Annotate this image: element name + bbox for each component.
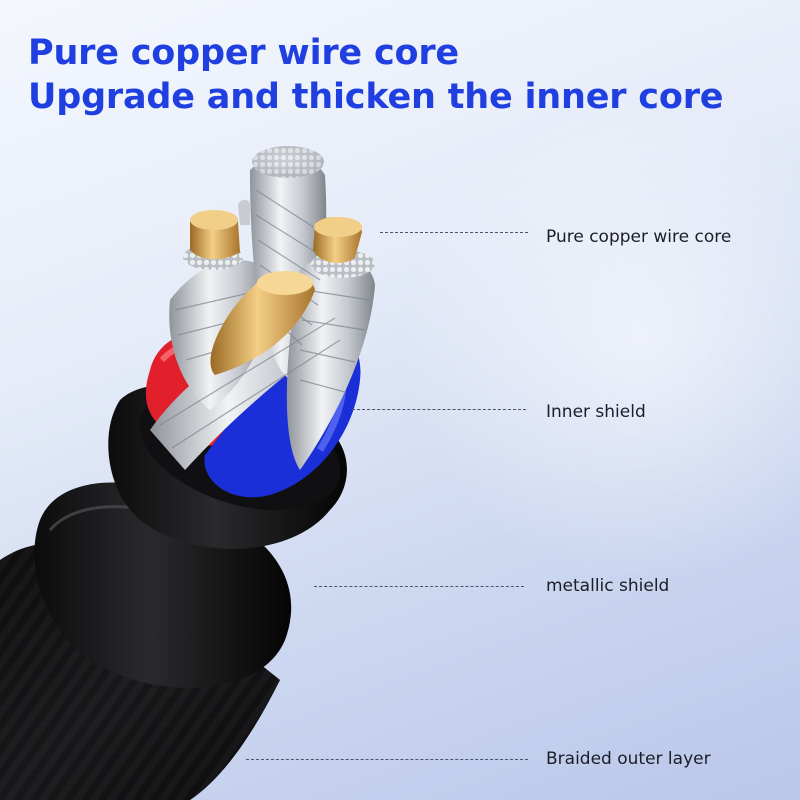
callout-pure-copper (380, 221, 528, 243)
headline-line-2: Upgrade and thicken the inner core (28, 77, 724, 117)
callout-metallic-shield (314, 575, 524, 597)
callout-braided-outer (246, 748, 528, 770)
callout-label-inner-shield: Inner shield (546, 402, 646, 422)
callout-label-metallic-shield: metallic shield (546, 576, 670, 596)
leader-line (380, 231, 528, 233)
leader-line (314, 585, 524, 587)
callout-label-pure-copper: Pure copper wire core (546, 227, 732, 247)
leader-line (352, 408, 526, 410)
background-glow (380, 80, 800, 600)
leader-line (246, 758, 528, 760)
headline-line-1: Pure copper wire core (28, 33, 459, 73)
callout-label-braided-outer: Braided outer layer (546, 749, 711, 769)
callout-inner-shield (352, 398, 526, 420)
